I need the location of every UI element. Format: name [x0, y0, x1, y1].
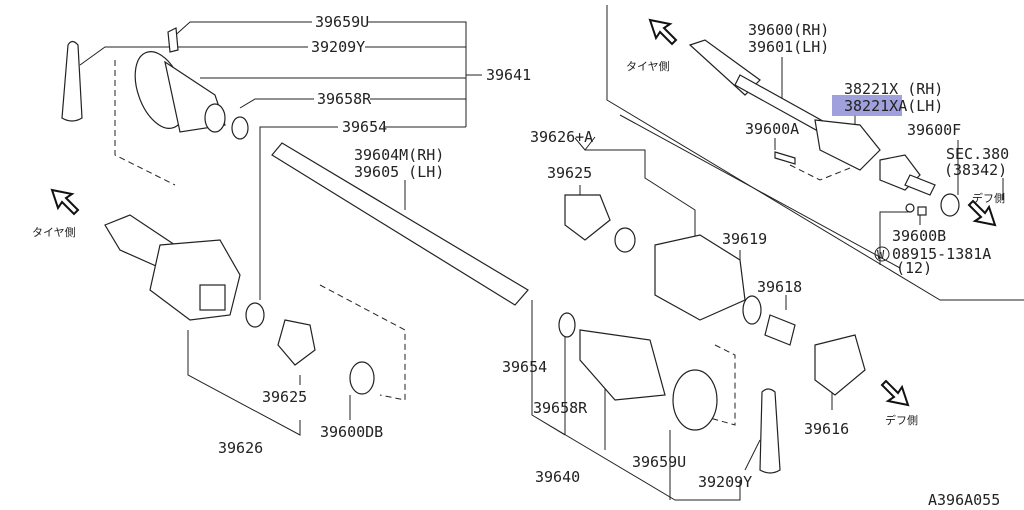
- part-boot-inner: [558, 312, 666, 401]
- part-spider-bottom: [277, 319, 316, 366]
- diagram-code: A396A055: [928, 491, 1000, 509]
- label-39658R[interactable]: 39658R: [317, 90, 372, 108]
- arrow-diff-side-top: [967, 199, 997, 227]
- label-39654[interactable]: 39654: [342, 118, 387, 136]
- dashed-assembly-line: [789, 164, 851, 181]
- label-39625-top[interactable]: 39625: [547, 164, 592, 182]
- label-38221XA[interactable]: 38221XA(LH): [844, 97, 943, 115]
- label-39600A[interactable]: 39600A: [745, 120, 799, 138]
- label-39640[interactable]: 39640: [535, 468, 580, 486]
- label-tire-side-left: タイヤ側: [32, 226, 76, 239]
- part-shaft: [271, 142, 529, 306]
- label-39659U[interactable]: 39659U: [315, 13, 369, 31]
- leader-lines-39626: [187, 330, 351, 436]
- label-39618[interactable]: 39618: [757, 278, 802, 296]
- label-39600F[interactable]: 39600F: [907, 121, 961, 139]
- part-grease-tube-bottom: [759, 388, 781, 474]
- arrow-diff-side-bottom: [880, 379, 910, 407]
- leader-lines-39641: [79, 21, 482, 300]
- arrow-tire-side-right: [648, 18, 678, 46]
- label-sec-380[interactable]: SEC.380: [946, 145, 1009, 163]
- arrow-tire-side-left: [50, 188, 80, 216]
- part-washer: [614, 227, 636, 253]
- label-39600RH[interactable]: 39600(RH): [748, 21, 829, 39]
- label-39616[interactable]: 39616: [804, 420, 849, 438]
- part-boot-band: [672, 369, 718, 431]
- label-39619[interactable]: 39619: [722, 230, 767, 248]
- label-39600B[interactable]: 39600B: [892, 227, 946, 245]
- label-38221X[interactable]: 38221X (RH): [844, 80, 943, 98]
- label-39654-bottom[interactable]: 39654: [502, 358, 547, 376]
- part-spring: [764, 314, 796, 346]
- label-diff-side-bottom: デフ側: [885, 413, 918, 427]
- label-38342[interactable]: (38342): [944, 161, 1007, 179]
- circle-w-marker: [874, 246, 890, 262]
- label-w: W: [877, 248, 885, 262]
- dashed-assembly-line: [319, 284, 406, 401]
- part-circlip: [349, 361, 375, 395]
- label-39209Y-bottom[interactable]: 39209Y: [698, 473, 752, 491]
- label-39209Y[interactable]: 39209Y: [311, 38, 365, 56]
- section-border: [606, 5, 1024, 301]
- highlight-selected-part[interactable]: [832, 95, 902, 116]
- label-39659U-bottom[interactable]: 39659U: [632, 453, 686, 471]
- label-39605[interactable]: 39605 (LH): [354, 163, 444, 181]
- label-39625-bottom[interactable]: 39625: [262, 388, 307, 406]
- part-snap-ring: [245, 302, 265, 328]
- label-39658R-bottom[interactable]: 39658R: [533, 399, 588, 417]
- dashed-assembly-line: [114, 60, 176, 186]
- dashed-assembly-line: [709, 344, 736, 426]
- part-grease-tube-top: [61, 40, 83, 122]
- label-39604M[interactable]: 39604M(RH): [354, 146, 444, 164]
- part-driveshaft-assembly: [688, 39, 960, 217]
- label-tire-side-right: タイヤ側: [626, 60, 670, 73]
- label-qty-12: (12): [896, 259, 932, 277]
- part-boot-outer-left: [134, 27, 249, 140]
- label-39601LH[interactable]: 39601(LH): [748, 38, 829, 56]
- section-divider: [619, 114, 901, 269]
- label-diff-side-top: デフ側: [972, 191, 1005, 205]
- label-39626[interactable]: 39626: [218, 439, 263, 457]
- part-outer-joint-housing: [104, 214, 241, 321]
- label-08915-1381A[interactable]: 08915-1381A: [892, 245, 991, 263]
- part-spider-top: [564, 194, 611, 241]
- part-bearing-ring: [742, 295, 762, 325]
- label-39641[interactable]: 39641: [486, 66, 531, 84]
- leader-lines-39626A: [531, 136, 833, 501]
- part-flange: [814, 334, 866, 396]
- label-39626A[interactable]: 39626+A: [530, 128, 593, 146]
- label-39600DB[interactable]: 39600DB: [320, 423, 383, 441]
